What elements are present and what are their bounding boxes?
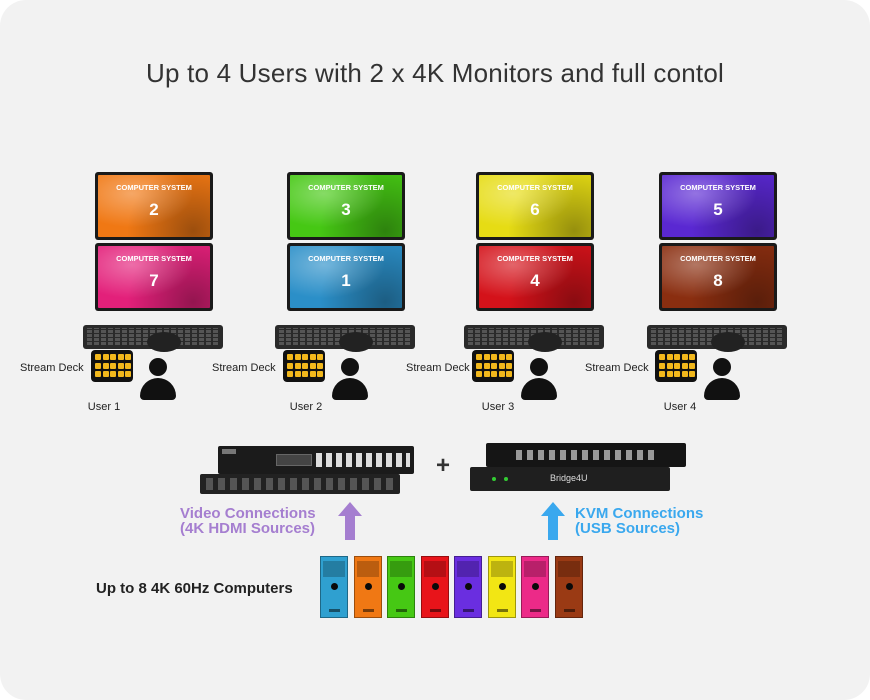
monitor-label: COMPUTER SYSTEM (308, 254, 384, 263)
user-icon (519, 358, 559, 402)
mouse-icon (711, 332, 745, 352)
user-label: User 1 (87, 401, 121, 413)
kvm-label-line2: (USB Sources) (575, 520, 681, 537)
monitor-screen: COMPUTER SYSTEM 3 (290, 175, 402, 237)
user-icon (138, 358, 178, 402)
monitor-label: COMPUTER SYSTEM (308, 183, 384, 192)
mouse-icon (339, 332, 373, 352)
monitor-screen: COMPUTER SYSTEM 4 (479, 246, 591, 308)
stream-deck-label: Stream Deck (406, 362, 470, 374)
kvm-brand-label: Bridge4U (550, 473, 588, 483)
video-label-line1: Video Connections (180, 505, 316, 522)
monitor-3-bottom: COMPUTER SYSTEM 4 (476, 243, 594, 311)
monitor-number: 2 (149, 200, 159, 219)
video-label-line2: (4K HDMI Sources) (180, 520, 316, 537)
stream-deck-icon (472, 350, 514, 382)
monitor-label: COMPUTER SYSTEM (497, 183, 573, 192)
computer-tower-3 (387, 556, 415, 618)
monitor-label: COMPUTER SYSTEM (680, 183, 756, 192)
monitor-number: 3 (341, 200, 351, 219)
computer-tower-7 (521, 556, 549, 618)
user-icon (330, 358, 370, 402)
monitor-number: 7 (149, 271, 159, 290)
stream-deck-label: Stream Deck (585, 362, 649, 374)
monitor-4-top: COMPUTER SYSTEM 5 (659, 172, 777, 240)
stream-deck-icon (655, 350, 697, 382)
mouse-icon (147, 332, 181, 352)
computer-tower-4 (420, 556, 449, 618)
video-up-arrow-icon (338, 502, 362, 540)
kvm-label-line1: KVM Connections (575, 505, 704, 522)
monitor-screen: COMPUTER SYSTEM 1 (290, 246, 402, 308)
kvm-connections-label: KVM Connections (USB Sources) (575, 506, 703, 536)
matrix-front-unit (218, 446, 414, 474)
stream-deck-icon (91, 350, 133, 382)
stream-deck-label: Stream Deck (20, 362, 84, 374)
user-label: User 3 (481, 401, 515, 413)
computer-tower-1 (320, 556, 348, 618)
computer-tower-5 (454, 556, 482, 618)
page-title: Up to 4 Users with 2 x 4K Monitors and f… (146, 58, 724, 88)
monitor-screen: COMPUTER SYSTEM 8 (662, 246, 774, 308)
computers-label: Up to 8 4K 60Hz Computers (96, 580, 293, 597)
monitor-screen: COMPUTER SYSTEM 2 (98, 175, 210, 237)
monitor-number: 4 (530, 271, 540, 290)
monitor-label: COMPUTER SYSTEM (680, 254, 756, 263)
monitor-label: COMPUTER SYSTEM (116, 183, 192, 192)
monitor-number: 8 (713, 271, 723, 290)
monitor-2-top: COMPUTER SYSTEM 3 (287, 172, 405, 240)
monitor-number: 6 (530, 200, 540, 219)
monitor-screen: COMPUTER SYSTEM 5 (662, 175, 774, 237)
monitor-4-bottom: COMPUTER SYSTEM 8 (659, 243, 777, 311)
monitor-number: 5 (713, 200, 723, 219)
monitor-2-bottom: COMPUTER SYSTEM 1 (287, 243, 405, 311)
monitor-label: COMPUTER SYSTEM (116, 254, 192, 263)
monitor-1-bottom: COMPUTER SYSTEM 7 (95, 243, 213, 311)
plus-sign: + (436, 452, 451, 479)
monitor-screen: COMPUTER SYSTEM 7 (98, 246, 210, 308)
user-label: User 4 (663, 401, 697, 413)
mouse-icon (528, 332, 562, 352)
computer-tower-2 (353, 556, 382, 618)
computer-tower-6 (487, 556, 516, 618)
monitor-screen: COMPUTER SYSTEM 6 (479, 175, 591, 237)
matrix-rear-unit (200, 474, 400, 494)
video-connections-label: Video Connections (4K HDMI Sources) (180, 506, 316, 536)
kvm-up-arrow-icon (541, 502, 565, 540)
monitor-number: 1 (341, 271, 351, 290)
user-icon (702, 358, 742, 402)
stream-deck-icon (283, 350, 325, 382)
stream-deck-label: Stream Deck (212, 362, 276, 374)
computer-tower-8 (554, 556, 583, 618)
kvm-front-unit: Bridge4U (470, 467, 670, 491)
user-label: User 2 (289, 401, 323, 413)
monitor-label: COMPUTER SYSTEM (497, 254, 573, 263)
kvm-rear-unit (486, 443, 686, 467)
monitor-3-top: COMPUTER SYSTEM 6 (476, 172, 594, 240)
monitor-1-top: COMPUTER SYSTEM 2 (95, 172, 213, 240)
